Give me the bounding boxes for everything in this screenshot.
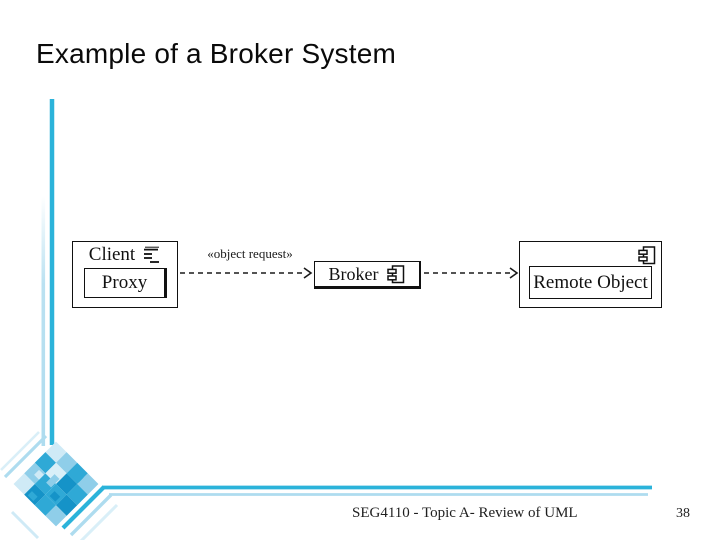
- dependency-arrow-broker-remote: [424, 267, 519, 279]
- slide-page-number: 38: [676, 506, 690, 521]
- component-remote-object: Remote Object: [519, 241, 662, 308]
- proxy-label: Proxy: [101, 272, 148, 293]
- client-label: Client: [88, 244, 136, 265]
- remote-object-inner-box: Remote Object: [529, 266, 652, 299]
- slide-title: Example of a Broker System: [36, 38, 396, 69]
- component-client: Client Proxy: [72, 241, 178, 308]
- component-icon: [144, 246, 160, 263]
- component-icon: [638, 246, 656, 265]
- component-icon: [387, 264, 405, 283]
- component-proxy: Proxy: [84, 268, 167, 298]
- component-broker: Broker: [314, 261, 421, 289]
- footer-course-label: SEG4110 - Topic A- Review of UML: [352, 505, 578, 521]
- remote-object-label: Remote Object: [533, 271, 648, 293]
- arrow-stereotype-label: «object request»: [207, 246, 293, 261]
- dependency-arrow-client-broker: [180, 267, 313, 279]
- broker-label: Broker: [328, 263, 379, 284]
